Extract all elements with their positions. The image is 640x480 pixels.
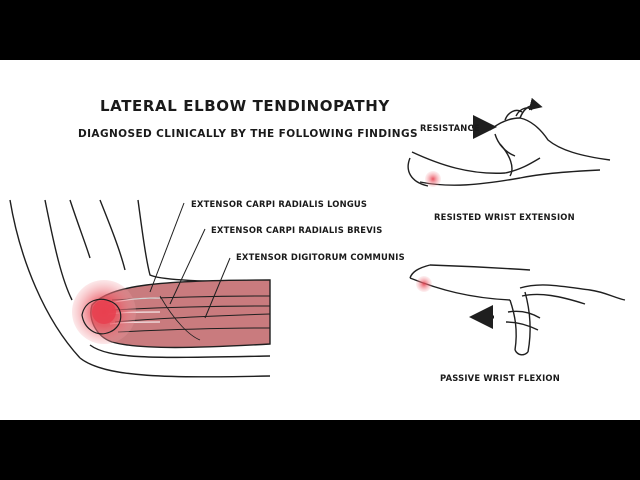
label-passive-wrist-flexion: PASSIVE WRIST FLEXION: [440, 373, 560, 383]
top-letterbox-bar: [0, 0, 640, 60]
resisted-extension-illustration: [407, 107, 611, 187]
label-leader-lines: [149, 202, 231, 319]
leader-line-ecrl: [149, 202, 185, 293]
leader-line-ecrb: [169, 228, 206, 305]
label-extensor-digitorum-communis: EXTENSOR DIGITORUM COMMUNIS: [236, 252, 405, 262]
label-resistance: RESISTANCE: [420, 123, 480, 133]
leader-line-edc: [204, 257, 231, 319]
bottom-letterbox-bar: [0, 420, 640, 480]
label-extensor-carpi-radialis-longus: EXTENSOR CARPI RADIALIS LONGUS: [191, 199, 368, 209]
passive-flexion-illustration: [409, 264, 626, 356]
resisted-pain-spot: [425, 171, 441, 187]
epicondyle-outline: [81, 298, 122, 335]
diagram-title: LATERAL ELBOW TENDINOPATHY: [100, 97, 390, 115]
diagram-subtitle: DIAGNOSED CLINICALLY BY THE FOLLOWING FI…: [78, 128, 418, 140]
label-extensor-carpi-radialis-brevis: EXTENSOR CARPI RADIALIS BREVIS: [211, 225, 383, 235]
diagram-canvas: LATERAL ELBOW TENDINOPATHY DIAGNOSED CLI…: [0, 60, 640, 420]
lateral-epicondyle-pain-core: [92, 300, 116, 324]
label-resisted-wrist-extension: RESISTED WRIST EXTENSION: [434, 212, 575, 222]
extension-motion-arrow: [519, 97, 543, 119]
elbow-arm-outline: [9, 199, 271, 378]
illustration-svg: [9, 97, 626, 378]
passive-pain-spot: [416, 276, 432, 292]
